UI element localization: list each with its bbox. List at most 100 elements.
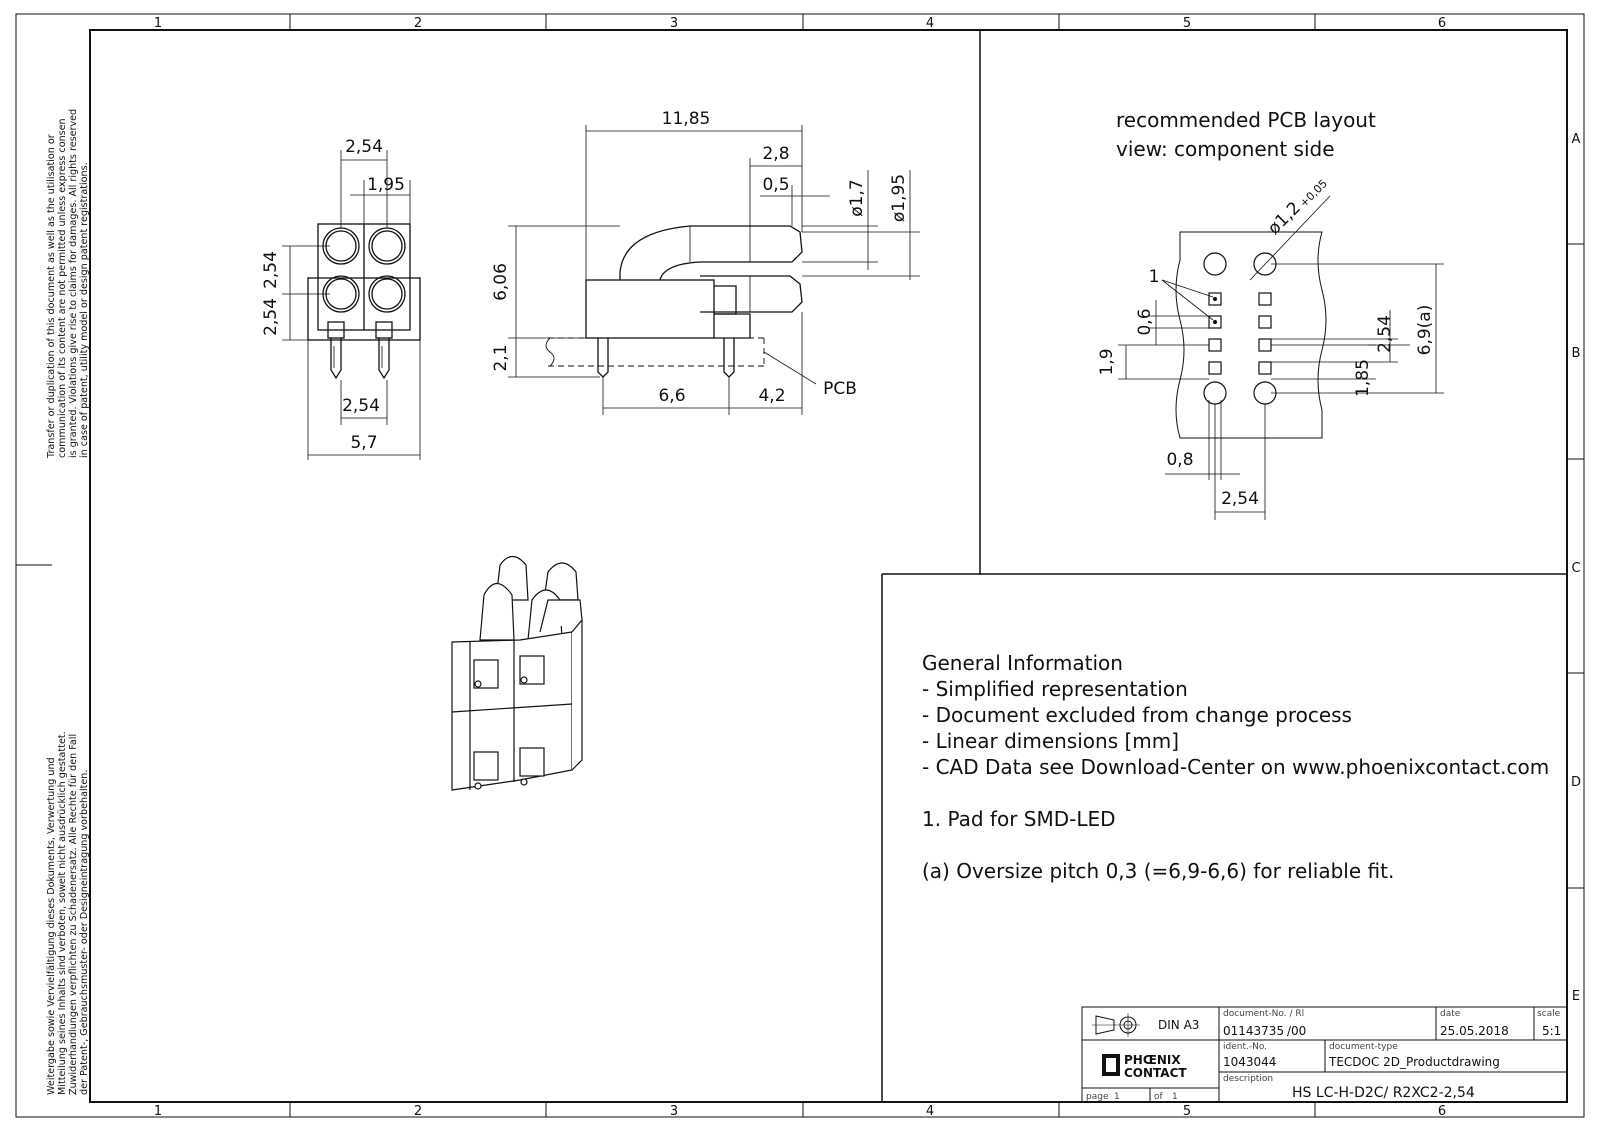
svg-text:Transfer or duplication of thi: Transfer or duplication of this document… bbox=[46, 134, 57, 459]
dim-front-width: 5,7 bbox=[350, 433, 377, 453]
scale-value: 5:1 bbox=[1542, 1024, 1561, 1038]
date-value: 25.05.2018 bbox=[1440, 1024, 1509, 1038]
dim-side-dia-1-95: ø1,95 bbox=[889, 174, 909, 222]
zone-col-2-bottom: 2 bbox=[414, 1104, 422, 1119]
scale-label: scale bbox=[1537, 1009, 1561, 1019]
zone-col-4-top: 4 bbox=[926, 16, 934, 31]
dim-side-2-8: 2,8 bbox=[762, 144, 789, 164]
pcb-layout-dimension-lines bbox=[1118, 195, 1444, 520]
dim-front-pitch-bottom: 2,54 bbox=[342, 396, 380, 416]
pcb-label: PCB bbox=[823, 379, 857, 399]
zone-col-1-bottom: 1 bbox=[154, 1104, 162, 1119]
document-number: 01143735 bbox=[1223, 1024, 1284, 1038]
dim-pcb-hole-pitch: 6,9(a) bbox=[1415, 305, 1435, 356]
ident-label: ident.-No. bbox=[1223, 1042, 1267, 1052]
page-number: 1 bbox=[1114, 1092, 1120, 1102]
general-information: General Information - Simplified represe… bbox=[922, 651, 1549, 883]
ident-number: 1043044 bbox=[1223, 1055, 1276, 1069]
date-label: date bbox=[1440, 1009, 1461, 1019]
dim-side-height: 6,06 bbox=[491, 263, 511, 301]
document-type-label: document-type bbox=[1329, 1042, 1398, 1052]
zone-col-5-bottom: 5 bbox=[1183, 1104, 1191, 1119]
copyright-note-german: Weitergabe sowie Vervielfältigung dieses… bbox=[46, 731, 90, 1095]
pcb-layout-title-line2: view: component side bbox=[1116, 137, 1335, 161]
page-total: 1 bbox=[1172, 1092, 1178, 1102]
dim-pcb-1-85: 1,85 bbox=[1353, 359, 1373, 397]
general-info-heading: General Information bbox=[922, 651, 1123, 675]
dim-pcb-pad-pitch: 2,54 bbox=[1375, 315, 1395, 353]
drawing-frame bbox=[15, 13, 1585, 1118]
dim-front-1-95: 1,95 bbox=[367, 175, 405, 195]
hole-diameter-label: ø1,2 bbox=[1264, 198, 1305, 239]
pcb-layout-drawing bbox=[1175, 231, 1327, 439]
svg-text:is granted. Violations give ri: is granted. Violations give rise to clai… bbox=[68, 109, 79, 458]
pcb-layout-title-line1: recommended PCB layout bbox=[1116, 108, 1376, 132]
side-view-dimension-labels: 11,85 2,8 0,5 ø1,7 ø1,95 6,06 2,1 6,6 4,… bbox=[491, 109, 909, 406]
front-view-dimension-labels: 2,54 1,95 2,54 2,54 2,54 5,7 bbox=[261, 137, 405, 453]
zone-col-6-bottom: 6 bbox=[1438, 1104, 1446, 1119]
svg-text:Mitteilung seines Inhalts sind: Mitteilung seines Inhalts sind verboten,… bbox=[57, 731, 68, 1095]
zone-col-2-top: 2 bbox=[414, 16, 422, 31]
title-block bbox=[1081, 1006, 1568, 1103]
dim-side-pin-offset: 4,2 bbox=[758, 386, 785, 406]
dim-side-0-5: 0,5 bbox=[762, 175, 789, 195]
general-info-item-1: - Simplified representation bbox=[922, 677, 1188, 701]
dim-side-length: 11,85 bbox=[662, 109, 711, 129]
zone-col-5-top: 5 bbox=[1183, 16, 1191, 31]
dim-front-vertical-upper: 2,54 bbox=[261, 251, 281, 289]
front-view-dimension-lines bbox=[282, 150, 421, 460]
zone-col-3-top: 3 bbox=[670, 16, 678, 31]
dim-front-vertical-lower: 2,54 bbox=[261, 298, 281, 336]
zone-row-e: E bbox=[1572, 989, 1580, 1004]
zone-labels: 1 2 3 4 5 6 1 2 3 4 5 6 A B C D E bbox=[154, 16, 1581, 1119]
dim-pcb-pad-height: 0,6 bbox=[1135, 308, 1155, 335]
zone-row-c: C bbox=[1571, 561, 1580, 576]
zone-col-6-top: 6 bbox=[1438, 16, 1446, 31]
hole-tolerance-label: +0,05 bbox=[1297, 177, 1330, 210]
note-oversize-pitch: (a) Oversize pitch 0,3 (=6,9-6,6) for re… bbox=[922, 859, 1394, 883]
general-info-item-3: - Linear dimensions [mm] bbox=[922, 729, 1179, 753]
dim-pcb-1-9: 1,9 bbox=[1097, 348, 1117, 375]
product-description: HS LC-H-D2C/ R2XC2-2,54 bbox=[1292, 1085, 1475, 1101]
side-view-dimension-lines bbox=[508, 125, 920, 415]
zone-row-d: D bbox=[1571, 775, 1581, 790]
pcb-layout-title: recommended PCB layout view: component s… bbox=[1116, 108, 1376, 161]
paper-format: DIN A3 bbox=[1158, 1018, 1199, 1032]
zone-col-3-bottom: 3 bbox=[670, 1104, 678, 1119]
svg-text:Weitergabe sowie Vervielfältig: Weitergabe sowie Vervielfältigung dieses… bbox=[46, 757, 57, 1095]
svg-text:in case of patent, utility mod: in case of patent, utility model or desi… bbox=[79, 162, 90, 458]
svg-text:der Patent-, Gebrauchsmuster-: der Patent-, Gebrauchsmuster- oder Desig… bbox=[79, 770, 90, 1095]
pcb-layout-panel bbox=[881, 30, 1567, 1102]
dim-front-pitch-top: 2,54 bbox=[345, 137, 383, 157]
of-label: of bbox=[1154, 1092, 1164, 1102]
title-block-texts: DIN A3 document-No. / Rl 01143735 /00 da… bbox=[1086, 1009, 1561, 1102]
note-pad-smd-led: 1. Pad for SMD-LED bbox=[922, 807, 1116, 831]
side-view-drawing bbox=[545, 225, 803, 378]
dim-pcb-pad-width: 0,8 bbox=[1166, 450, 1193, 470]
document-number-label: document-No. / Rl bbox=[1223, 1009, 1304, 1019]
svg-text:Zuwiderhandlungen verpflichten: Zuwiderhandlungen verpflichten zu Schade… bbox=[68, 734, 79, 1095]
front-view-drawing bbox=[307, 223, 421, 380]
svg-text:PHŒNIX: PHŒNIX bbox=[1124, 1053, 1181, 1067]
zone-row-b: B bbox=[1572, 346, 1581, 361]
phoenix-contact-logo: PHŒNIX CONTACT bbox=[1102, 1053, 1187, 1080]
document-revision: /00 bbox=[1287, 1024, 1306, 1038]
pad-callout-label: 1 bbox=[1149, 267, 1160, 287]
page-label: page bbox=[1086, 1092, 1109, 1102]
document-type: TECDOC 2D_Productdrawing bbox=[1328, 1055, 1500, 1069]
zone-col-1-top: 1 bbox=[154, 16, 162, 31]
description-label: description bbox=[1223, 1074, 1273, 1084]
dim-side-dia-1-7: ø1,7 bbox=[847, 179, 867, 216]
zone-row-a: A bbox=[1572, 132, 1581, 147]
dim-side-pin-length: 2,1 bbox=[491, 344, 511, 371]
isometric-view-drawing bbox=[451, 555, 583, 791]
dim-pcb-horizontal-pitch: 2,54 bbox=[1221, 489, 1259, 509]
svg-text:communication of its content a: communication of its content are not per… bbox=[57, 118, 68, 458]
pcb-layout-dimension-labels: ø1,2 +0,05 1 0,6 1,9 2,54 6,9(a) 1,85 0,… bbox=[1097, 177, 1435, 509]
general-info-item-2: - Document excluded from change process bbox=[922, 703, 1352, 727]
zone-col-4-bottom: 4 bbox=[926, 1104, 934, 1119]
svg-text:CONTACT: CONTACT bbox=[1124, 1066, 1187, 1080]
general-info-item-4: - CAD Data see Download-Center on www.ph… bbox=[922, 755, 1549, 779]
dim-side-pin-spacing: 6,6 bbox=[658, 386, 685, 406]
